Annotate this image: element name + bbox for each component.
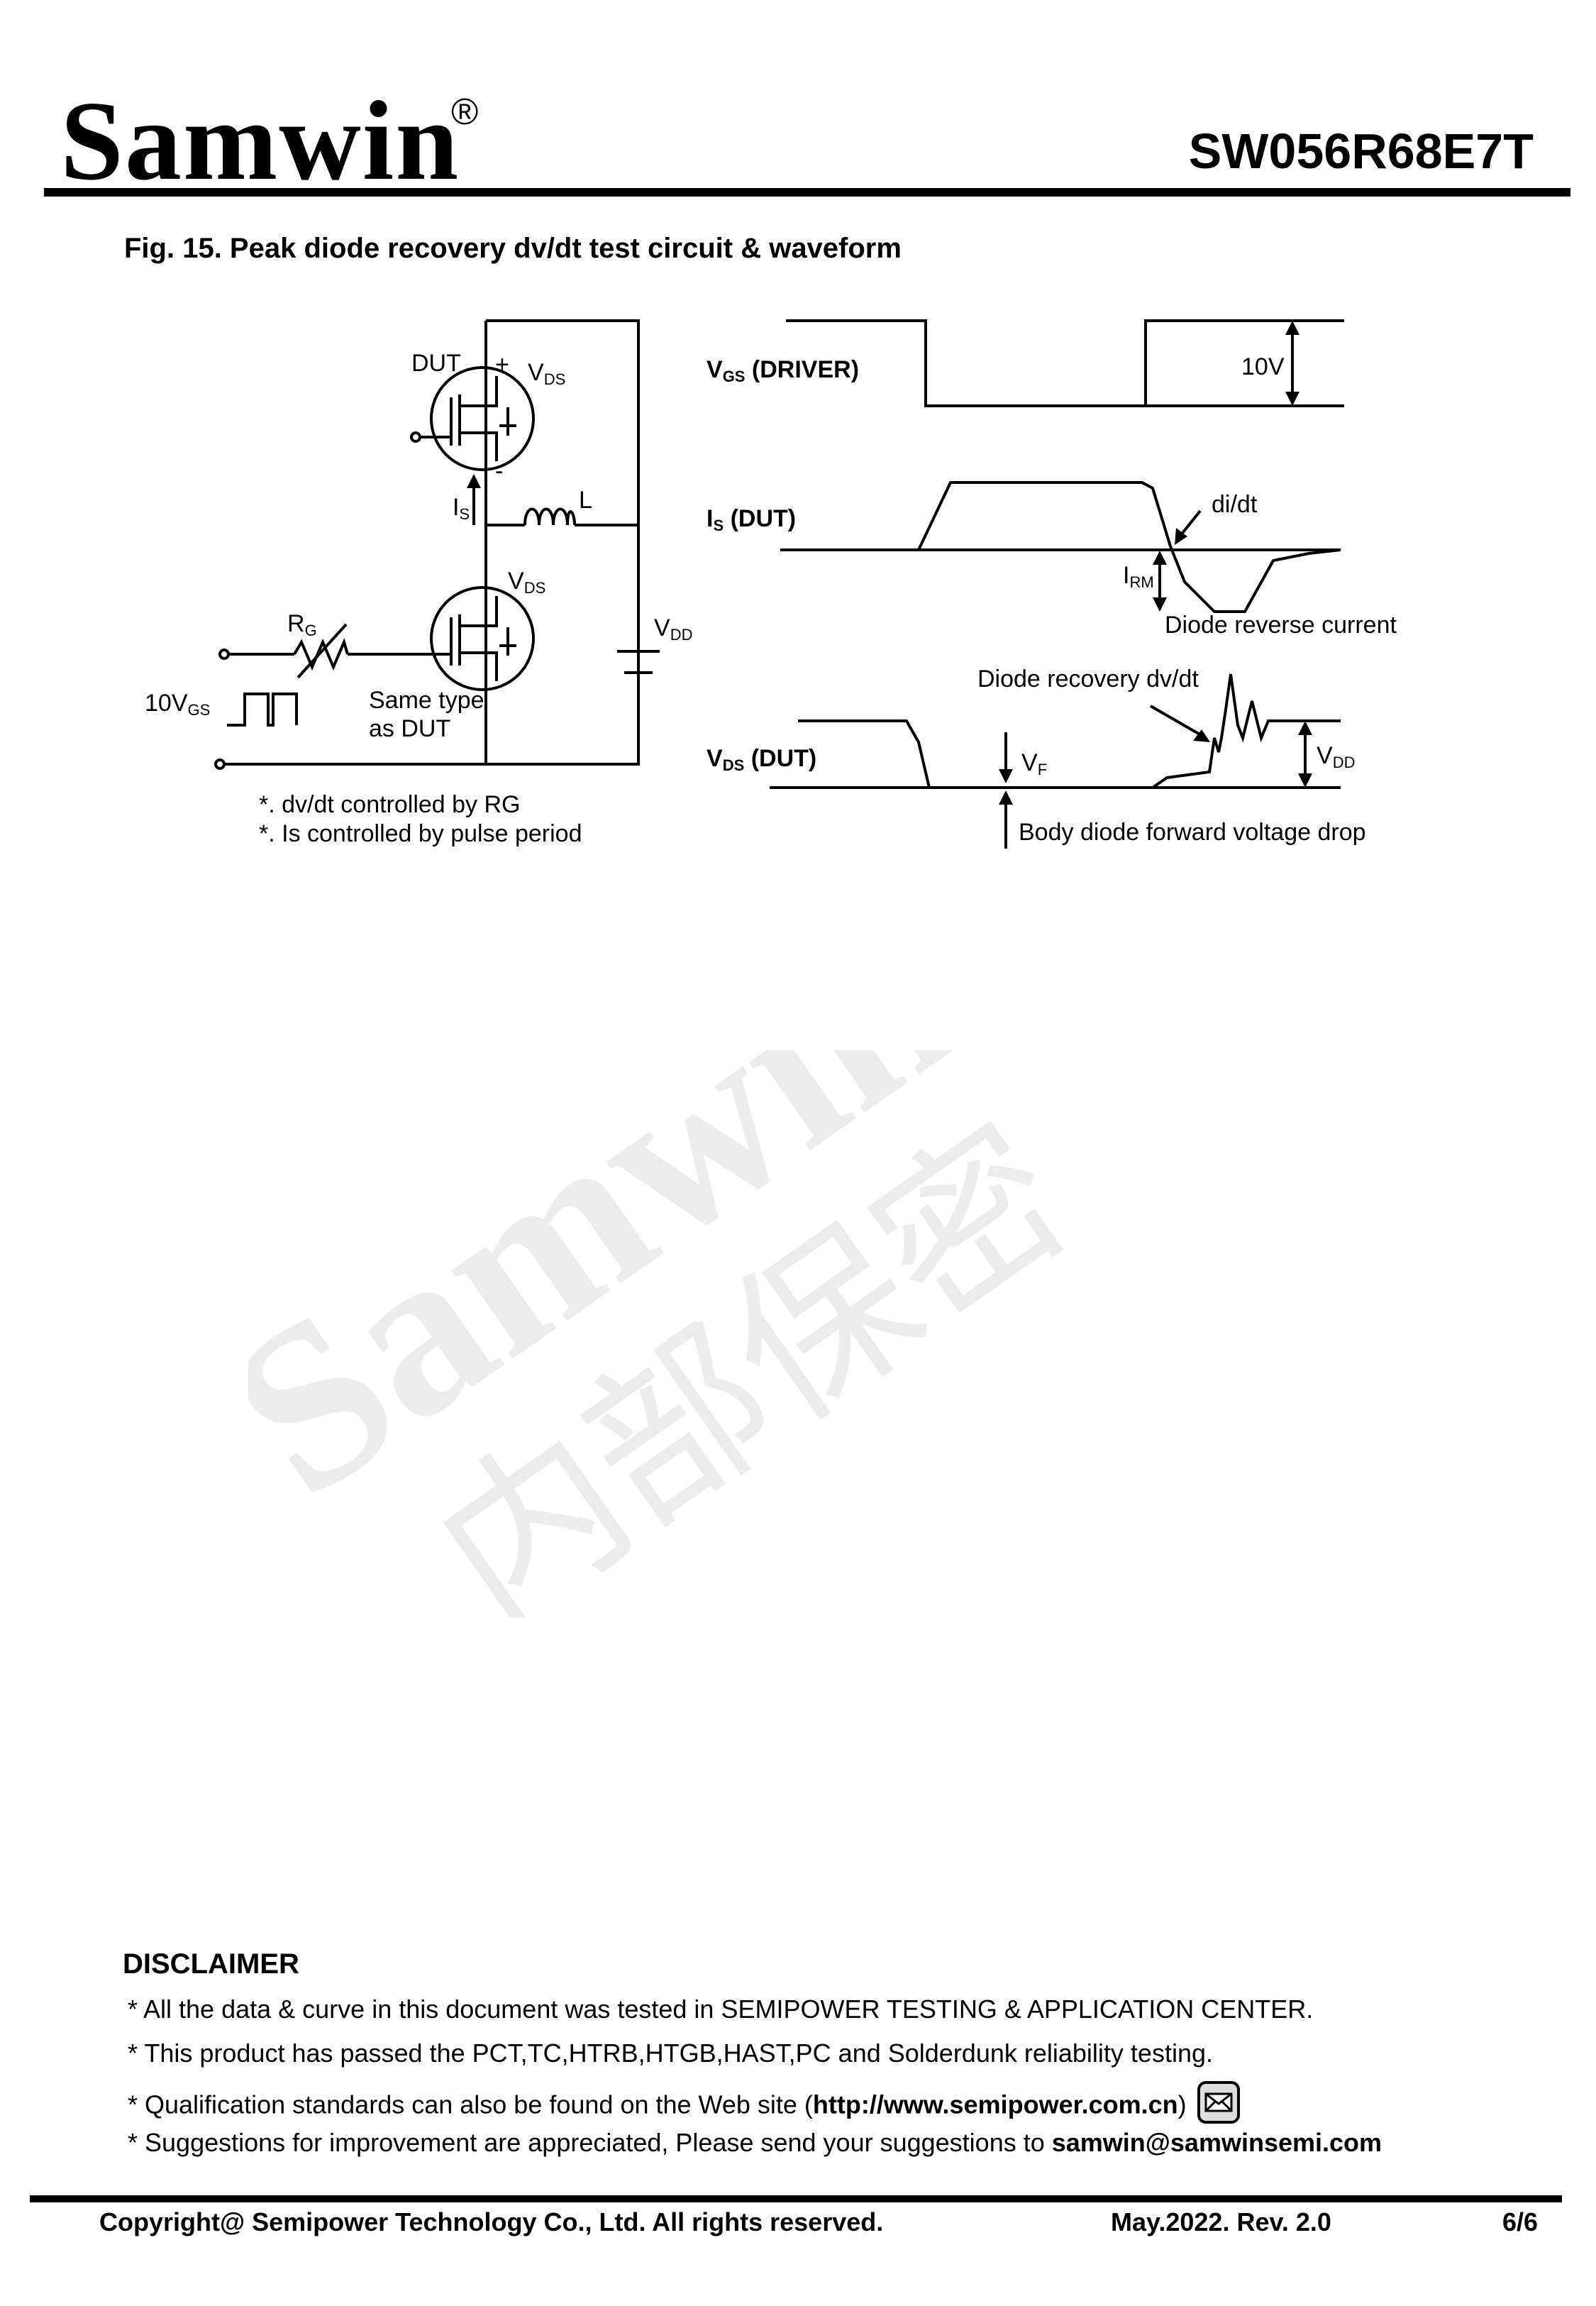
vds-dut-label: VDS (DUT) [706, 745, 816, 774]
didt-label: di/dt [1212, 491, 1258, 518]
waveform-arrowheads [999, 321, 1312, 805]
part-number: SW056R68E7T [1188, 123, 1534, 179]
vgs-source-label: 10VGS [145, 690, 210, 719]
rg-label: RG [287, 610, 317, 639]
arrowhead [999, 790, 1013, 805]
vds-waveform [798, 673, 1341, 789]
note-is: *. Is controlled by pulse period [259, 820, 582, 847]
arrowhead [1153, 597, 1167, 612]
vds-upper-label: VDS [528, 359, 565, 388]
circuit-labels: DUT + VDS - IS L VDS RG VDD 10VGS Same t… [145, 350, 692, 847]
is-arrowhead [467, 474, 481, 488]
diode-reverse-current-label: Diode reverse current [1165, 612, 1397, 639]
arrowhead [1193, 729, 1210, 742]
diode-recovery-dvdt-label: Diode recovery dv/dt [977, 666, 1199, 693]
same-type-mosfet-internal [440, 596, 516, 681]
vdd-source-symbol [617, 650, 660, 674]
dut-mosfet-symbol [430, 366, 535, 471]
circuit-diagram [221, 319, 660, 766]
vds-lower-label: VDS [508, 568, 545, 597]
vgs-waveform [786, 319, 1344, 407]
disclaimer-line-2: * This product has passed the PCT,TC,HTR… [128, 2039, 1213, 2068]
arrowhead [1298, 721, 1312, 735]
minus-label: - [495, 458, 503, 485]
disclaimer-line-3: * Qualification standards can also be fo… [128, 2081, 1241, 2129]
samwin-logo: Samwin [60, 77, 460, 204]
gate-terminal [218, 649, 230, 660]
circuit-wire [221, 319, 640, 766]
copyright-text: Copyright@ Semipower Technology Co., Ltd… [99, 2207, 884, 2236]
inductor-label: L [579, 487, 592, 514]
disclaimer-line-1: * All the data & curve in this document … [128, 1995, 1314, 2024]
arrowhead [1153, 551, 1167, 565]
is-waveform [917, 481, 1341, 613]
email-link[interactable]: samwin@samwinsemi.com [1051, 2128, 1382, 2157]
arrowhead [1285, 392, 1299, 406]
gate-resistor-symbol [293, 638, 349, 671]
test-circuit-and-waveform-figure: DUT + VDS - IS L VDS RG VDD 10VGS Same t… [145, 319, 1397, 849]
page-number: 6/6 [1502, 2207, 1539, 2236]
vdd-label: VDD [654, 614, 692, 644]
disclaimer-line-4: * Suggestions for improvement are apprec… [128, 2130, 1382, 2156]
vdd-wave-label: VDD [1317, 742, 1355, 771]
circuit-wire [484, 481, 525, 526]
header-rule [44, 188, 1570, 197]
plus-label: + [495, 351, 509, 378]
watermark-brand: Samwin [248, 1050, 995, 1546]
is-dut-label: IS (DUT) [706, 505, 796, 534]
disclaimer-line-3-text: * Qualification standards can also be fo… [128, 2090, 813, 2119]
vf-label: VF [1021, 749, 1047, 778]
footer-rule [30, 2195, 1562, 2202]
body-diode-drop-label: Body diode forward voltage drop [1019, 819, 1366, 846]
waveform-labels: VGS (DRIVER) 10V IS (DUT) di/dt IRM Diod… [706, 353, 1397, 846]
ground-terminal [214, 758, 226, 770]
disclaimer-title: DISCLAIMER [123, 1948, 299, 1980]
watermark-confidential: 内部保密 [402, 1088, 1102, 1618]
waveform-diagram [770, 319, 1344, 849]
arrowhead [1175, 528, 1187, 545]
website-link[interactable]: http://www.semipower.com.cn [812, 2090, 1178, 2119]
registered-mark: ® [451, 92, 479, 133]
same-type-mosfet-symbol [430, 586, 535, 691]
watermark: Samwin 内部保密 ® [248, 1050, 1102, 1618]
pulse-source-symbol [227, 693, 298, 727]
amplitude-10v-label: 10V [1241, 353, 1285, 380]
figure-title: Fig. 15. Peak diode recovery dv/dt test … [124, 233, 902, 264]
disclaimer-line-3-close: ) [1177, 2090, 1187, 2119]
vgs-driver-label: VGS (DRIVER) [706, 356, 859, 385]
date-revision: May.2022. Rev. 2.0 [1111, 2207, 1331, 2236]
arrowhead [999, 769, 1013, 783]
dut-label: DUT [411, 350, 461, 377]
as-dut-label: as DUT [369, 715, 450, 742]
arrowhead [1285, 321, 1299, 335]
same-type-label: Same type [369, 687, 484, 714]
dvdt-leader [1150, 705, 1207, 739]
dut-mosfet-internal [419, 376, 516, 461]
inductor-symbol [523, 507, 576, 526]
arrowhead [1298, 773, 1312, 788]
resistor-adjust-arrow [297, 623, 348, 679]
irm-label: IRM [1123, 562, 1154, 591]
mail-icon[interactable] [1197, 2080, 1241, 2124]
disclaimer-line-4-text: * Suggestions for improvement are apprec… [128, 2128, 1052, 2157]
is-label: IS [453, 494, 470, 523]
note-dvdt: *. dv/dt controlled by RG [259, 791, 521, 818]
dut-gate-terminal [410, 431, 421, 443]
